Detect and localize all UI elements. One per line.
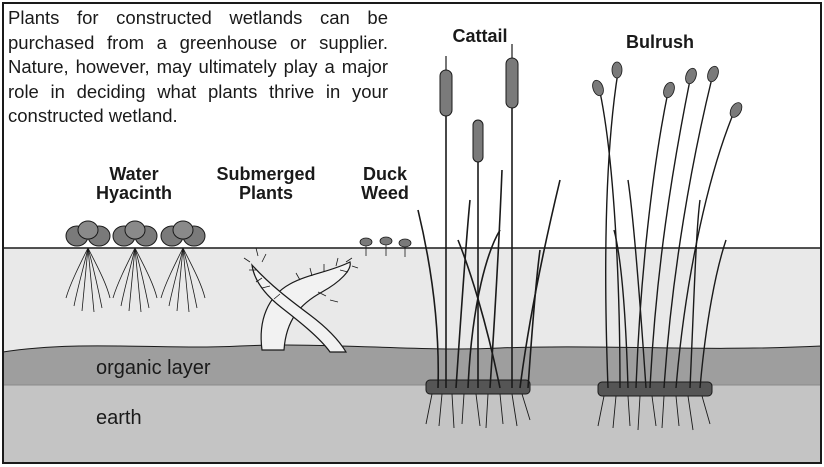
cattail-label: Cattail (452, 26, 507, 46)
duck-weed-label-line2: Weed (361, 183, 409, 203)
intro-paragraph: Plants for constructed wetlands can be p… (8, 6, 388, 129)
submerged-plants-label-line1: Submerged (216, 164, 315, 184)
duck-weed-label-line1: Duck (363, 164, 408, 184)
organic-layer-label: organic layer (96, 357, 211, 379)
submerged-plants-label-line2: Plants (239, 183, 293, 203)
water-hyacinth-label-line2: Hyacinth (96, 183, 172, 203)
water-hyacinth-label-line1: Water (109, 164, 158, 184)
earth-label: earth (96, 407, 142, 429)
bulrush-label: Bulrush (626, 32, 694, 52)
water-layer (3, 248, 821, 353)
